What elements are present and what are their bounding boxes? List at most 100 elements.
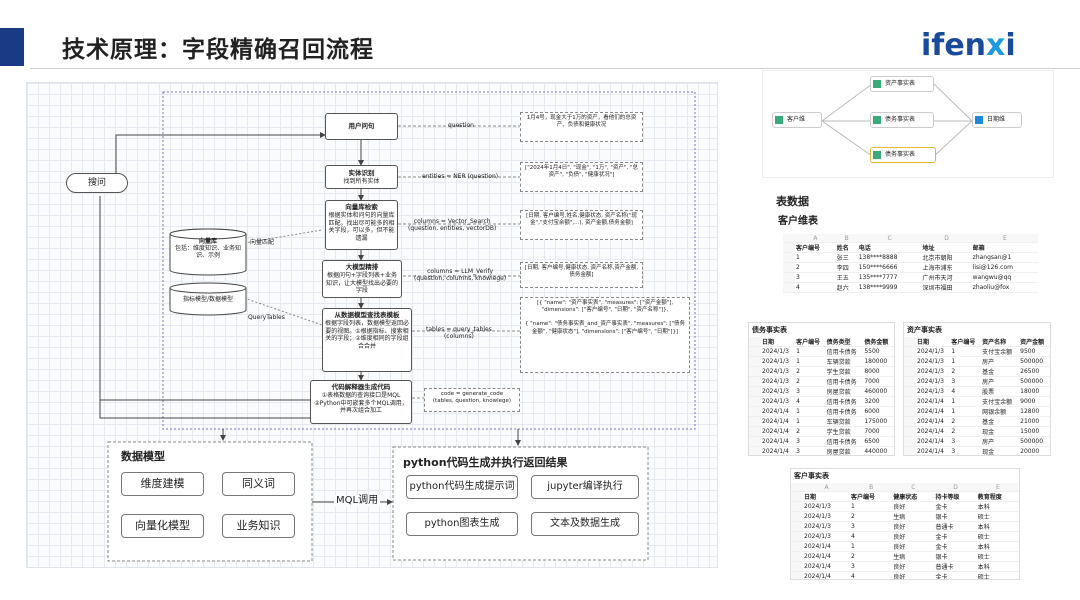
row-number	[749, 366, 761, 377]
er-node-date-dim[interactable]: 日期维	[972, 112, 1022, 128]
data-model-item-synonym[interactable]: 同义词	[222, 472, 295, 496]
table-cell: 硕士	[976, 571, 1019, 579]
question-var-label: question	[448, 122, 474, 129]
table-cell: 车辆贷款	[825, 356, 864, 367]
table-cell: 良好	[892, 541, 935, 552]
er-node-customer-dim[interactable]: 客户维	[772, 112, 822, 128]
column-letter: A	[795, 234, 836, 243]
row-number	[749, 436, 761, 447]
llm-result-box: [日期, 客户编号,健康状态, 资产名称,资产金额,债务金额]	[520, 262, 643, 288]
table-cell: 深圳市福田	[921, 282, 972, 293]
table-cell: 138****8888	[857, 252, 922, 263]
table-cell: 4	[850, 571, 893, 579]
row-number	[749, 406, 761, 417]
er-node-asset-fact[interactable]: 资产事实表	[870, 76, 934, 92]
column-header: 教育程度	[976, 491, 1019, 502]
column-header: 债务类型	[825, 337, 864, 347]
table-cell: 4	[795, 396, 826, 407]
tables-result-line2: { "name": "债务事实表_and_资产事实表", "measures":…	[524, 321, 686, 335]
table-cell: 2024/1/4	[803, 561, 851, 572]
table-cell: 2024/1/3	[761, 396, 796, 407]
table-cell: zhangsan@1	[971, 252, 1038, 263]
vector-db-cylinder	[169, 228, 247, 276]
row-number	[749, 346, 761, 357]
er-node-debt-fact-2[interactable]: 债务事实表	[870, 147, 936, 163]
ner-title: 实体识别	[348, 169, 375, 177]
python-item-jupyter[interactable]: jupyter编译执行	[531, 475, 639, 499]
row-number	[791, 491, 803, 502]
table-cell: 金卡	[934, 531, 977, 542]
table-cell: 硕士	[976, 551, 1019, 562]
table-cell: 1	[950, 356, 982, 367]
vector-db-label: 向量库包括：维度知识、业务知识、示例	[170, 238, 246, 260]
table-cell: 18000	[1019, 386, 1050, 397]
debt-fact-title: 债务事实表	[752, 326, 787, 334]
column-letter: E	[976, 483, 1019, 492]
table-cell: 3	[795, 446, 826, 455]
code-gen-desc: ①表格数据的查询接口是MQL ②Python中可嵌套多个MQL调用，并再次组合加…	[314, 392, 408, 415]
table-cell: 2024/1/4	[916, 396, 951, 407]
er-node-debt-fact[interactable]: 债务事实表	[870, 112, 934, 128]
column-letter: C	[892, 483, 935, 492]
llm-code-label: columns = LLM_Verify(question, columns, …	[414, 268, 506, 282]
code-gen-title: 代码解释器生成代码	[331, 383, 391, 391]
column-header: 客户编号	[795, 242, 836, 253]
table-cell: 440000	[863, 446, 894, 455]
data-model-item-vectorize[interactable]: 向量化模型	[121, 514, 204, 538]
table-cell: 学生贷款	[825, 426, 864, 437]
table-cell: 本科	[976, 541, 1019, 552]
table-cell: 2024/1/3	[803, 511, 851, 522]
python-item-text[interactable]: 文本及数据生成	[531, 512, 639, 536]
table-cell: 本科	[976, 521, 1019, 532]
tables-code-line2: (columns)	[443, 333, 474, 341]
query-tables-box: 从数据模型查找表模板根据字段列表，数据模型返回必要的视图。①根据指标、搜索相关的…	[322, 308, 412, 372]
table-cell: 学生贷款	[825, 366, 864, 377]
row-number	[904, 346, 916, 357]
table-cell: 2024/1/3	[803, 531, 851, 542]
metric-db-label: 指标模型/数据模型	[182, 296, 234, 303]
table-cell: 基金	[981, 416, 1020, 427]
table-cell: 4	[950, 386, 982, 397]
row-number	[904, 446, 916, 455]
table-cell: 1	[950, 346, 982, 357]
table-cell: 2024/1/4	[916, 406, 951, 417]
table-cell: 良好	[892, 521, 935, 532]
table-cell: 500000	[1019, 356, 1050, 367]
table-cell: 5500	[863, 346, 894, 357]
row-number	[783, 262, 795, 273]
table-icon	[873, 80, 881, 88]
table-cell: 3	[850, 521, 893, 532]
table-cell: 2	[850, 511, 893, 522]
vector-code-label: columns = Vector_Search(question, entiti…	[408, 218, 496, 232]
table-cell: 9000	[1019, 396, 1050, 407]
table-cell: 2024/1/3	[803, 521, 851, 532]
data-model-item-dimension[interactable]: 维度建模	[121, 472, 204, 496]
search-node[interactable]: 搜问	[66, 173, 128, 193]
table-cell: 股票	[981, 386, 1020, 397]
ner-code-label: entities = NER (question)	[422, 173, 499, 180]
row-number	[904, 386, 916, 397]
row-number	[904, 396, 916, 407]
table-cell: 2024/1/4	[803, 551, 851, 562]
column-header: 日期	[916, 337, 951, 347]
python-item-prompt[interactable]: python代码生成提示词	[406, 475, 518, 499]
query-tables-title: 从数据模型查找表模板	[334, 311, 400, 319]
table-cell: 现金	[981, 426, 1020, 437]
er-node-label: 资产事实表	[885, 80, 916, 87]
row-number	[783, 234, 795, 243]
data-model-item-knowledge[interactable]: 业务知识	[222, 514, 295, 538]
row-number	[749, 337, 761, 347]
python-item-chart[interactable]: python图表生成	[406, 512, 518, 536]
